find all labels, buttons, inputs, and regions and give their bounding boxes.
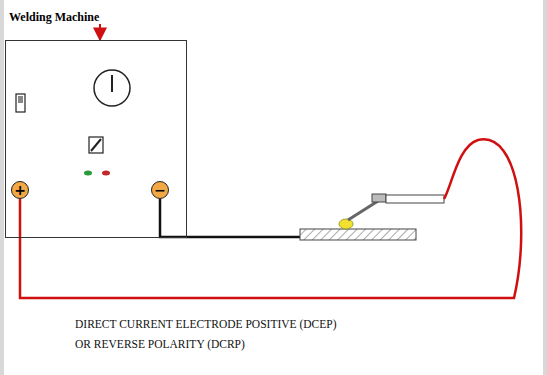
power-switch xyxy=(16,94,25,112)
caption: DIRECT CURRENT ELECTRODE POSITIVE (DCEP)… xyxy=(75,314,343,354)
electrode xyxy=(348,201,378,220)
meter-dial xyxy=(94,70,130,106)
page-edge xyxy=(0,0,4,375)
knob-pointer xyxy=(91,139,101,151)
electrode-clamp xyxy=(372,194,386,202)
switch-lever xyxy=(18,96,23,103)
welding-arc xyxy=(339,219,353,229)
workpiece xyxy=(300,229,416,240)
indicator-lamp xyxy=(84,171,92,176)
machine-housing xyxy=(5,40,187,238)
work-cable xyxy=(160,199,300,237)
electrode-holder xyxy=(386,195,444,203)
positive-terminal: + xyxy=(11,181,29,199)
machine-label: Welding Machine xyxy=(9,10,99,25)
polarity-sign: + xyxy=(14,183,26,197)
electrode-cable xyxy=(20,139,521,298)
indicator-lamp xyxy=(102,171,110,176)
page-edge xyxy=(543,0,547,375)
welding-machine: Welding Machine + − xyxy=(5,8,187,238)
negative-terminal: − xyxy=(151,181,169,199)
pointer-arrow xyxy=(99,24,101,40)
current-knob xyxy=(89,137,103,153)
meter-needle xyxy=(111,75,113,92)
polarity-sign: − xyxy=(154,183,166,197)
